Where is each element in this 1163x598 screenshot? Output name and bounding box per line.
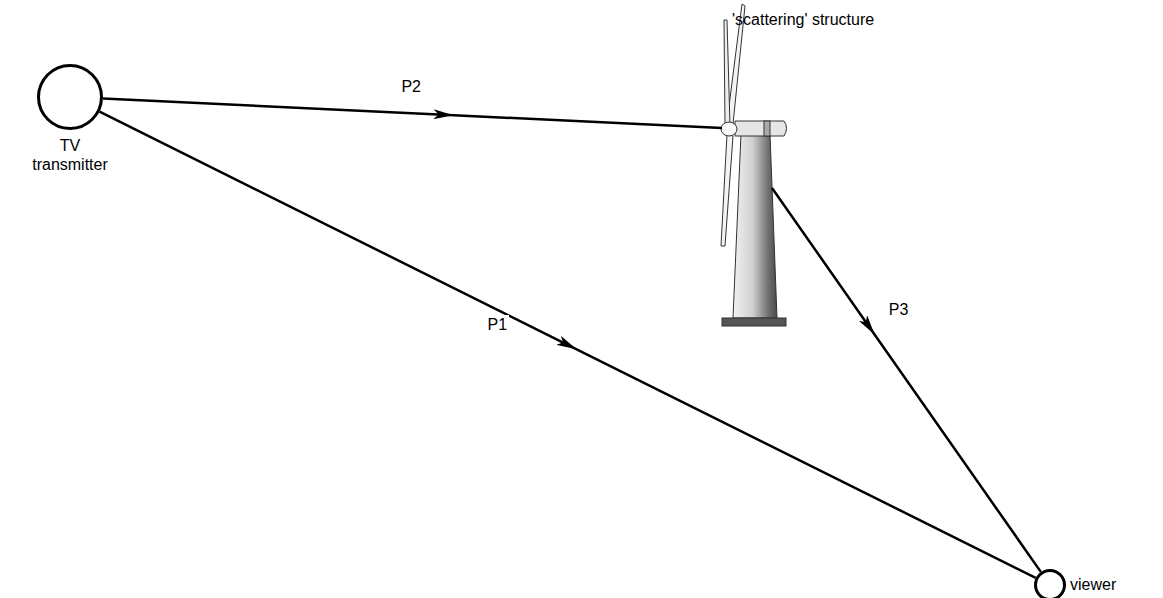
signal-path: [772, 188, 1041, 572]
transmitter-circle: TV transmitter: [37, 64, 103, 130]
circle-outline: [1034, 569, 1066, 598]
turbine-nacelle: [735, 121, 787, 136]
circle-outline: [37, 64, 103, 130]
nacelle-stripe: [764, 121, 770, 136]
signal-path: [103, 99, 722, 128]
turbine-hub: [721, 122, 737, 136]
turbine-blade: [724, 20, 730, 126]
path-label-holder: P2: [399, 77, 423, 96]
node-label: TV transmitter: [20, 136, 120, 174]
signal-path: [100, 112, 1036, 578]
viewer-circle: viewer: [1034, 569, 1066, 598]
turbine-blade: [721, 134, 733, 246]
turbine-base: [722, 318, 786, 326]
circle-outline: [1036, 571, 1065, 598]
node-label: viewer: [1070, 575, 1140, 594]
path-label: P2: [399, 77, 423, 96]
path-label-holder: P3: [887, 300, 911, 319]
wind-turbine: [721, 4, 787, 326]
path-label-holder: P1: [486, 315, 510, 334]
path-label: P3: [887, 300, 911, 319]
node-label: 'scattering' structure: [732, 10, 972, 29]
path-label: P1: [486, 315, 510, 334]
circle-outline: [39, 66, 102, 129]
scattering-structure: 'scattering' structure: [722, 118, 772, 328]
turbine-tower: [733, 134, 777, 318]
